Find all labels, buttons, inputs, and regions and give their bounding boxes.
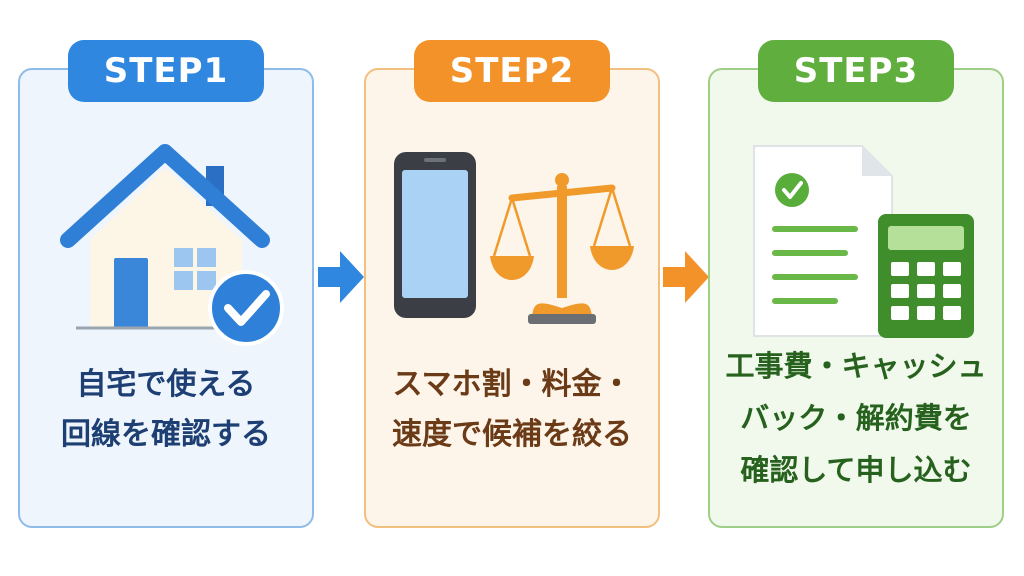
step2-line2: 速度で候補を絞る xyxy=(392,417,632,452)
house-icon xyxy=(60,144,270,330)
calculator-icon xyxy=(878,214,974,338)
step3-line1: 工事費・キャッシュ xyxy=(725,349,987,383)
step1-badge: STEP1 xyxy=(68,40,264,102)
step1-line2: 回線を確認する xyxy=(61,417,271,452)
step2-description: スマホ割・料金・ 速度で候補を絞る xyxy=(366,360,658,460)
step3-description: 工事費・キャッシュ バック・解約費を 確認して申し込む xyxy=(710,340,1002,496)
step1-illustration xyxy=(60,144,284,346)
step3-card: STEP3 工事費・キャッシュ バック・解約費を 確 xyxy=(708,40,1004,528)
checkmark-badge-icon xyxy=(208,270,284,346)
step1-card: STEP1 自宅で使える 回線を確認する xyxy=(18,40,314,528)
checklist-document-icon xyxy=(753,145,893,337)
step1-line1: 自宅で使える xyxy=(76,367,256,402)
step2-card: STEP2 スマホ割・料金・ 速度で候補を絞る xyxy=(364,40,660,528)
step3-line3: 確認して申し込む xyxy=(740,453,972,487)
step3-badge: STEP3 xyxy=(758,40,954,102)
step3-illustration xyxy=(753,145,974,338)
step2-badge: STEP2 xyxy=(414,40,610,102)
smartphone-icon xyxy=(394,152,476,318)
balance-scale-icon xyxy=(490,173,634,324)
step3-line2: バック・解約費を xyxy=(740,401,972,435)
step1-description: 自宅で使える 回線を確認する xyxy=(20,360,312,460)
arrow-right-icon xyxy=(663,251,709,303)
arrow-right-icon xyxy=(318,251,364,303)
step2-illustration xyxy=(394,152,634,324)
step2-line1: スマホ割・料金・ xyxy=(392,367,632,402)
